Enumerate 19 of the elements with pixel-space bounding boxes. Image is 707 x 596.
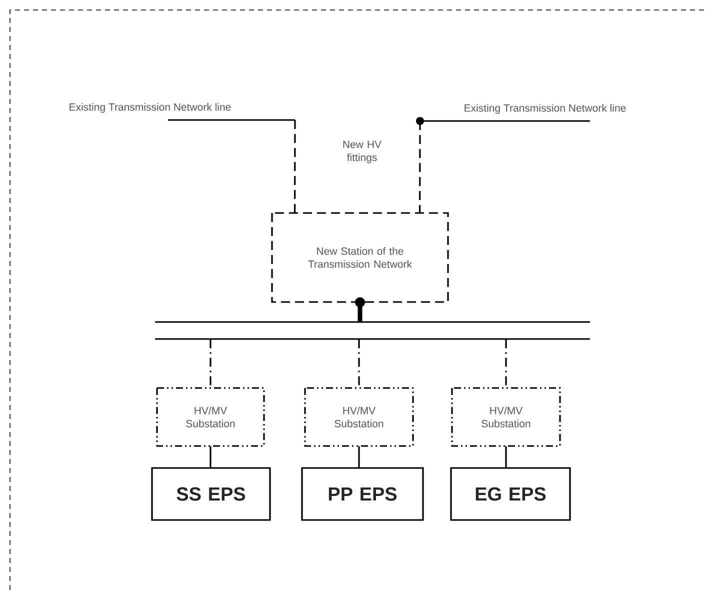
connector-line <box>505 446 507 468</box>
connector-line <box>358 446 360 468</box>
substation-box: HV/MV Substation <box>304 387 414 447</box>
connector-line <box>358 339 360 388</box>
substation-box: HV/MV Substation <box>156 387 265 447</box>
eps-box: EG EPS <box>450 467 571 521</box>
eps-box: PP EPS <box>301 467 424 521</box>
connector-line <box>210 446 212 468</box>
substation-box: HV/MV Substation <box>451 387 561 447</box>
connector-line <box>294 120 296 213</box>
network-line: Existing Transmission Network line <box>70 103 295 121</box>
busbar <box>155 321 590 340</box>
fittings-label: New HV fittings <box>343 140 382 164</box>
connector-line <box>355 297 365 322</box>
network-line: Existing Transmission Network line <box>416 104 626 125</box>
connector-line <box>210 339 212 388</box>
eps-box: SS EPS <box>151 467 271 521</box>
station-box: New Station of the Transmission Network <box>271 212 449 303</box>
connector-line <box>505 339 507 388</box>
